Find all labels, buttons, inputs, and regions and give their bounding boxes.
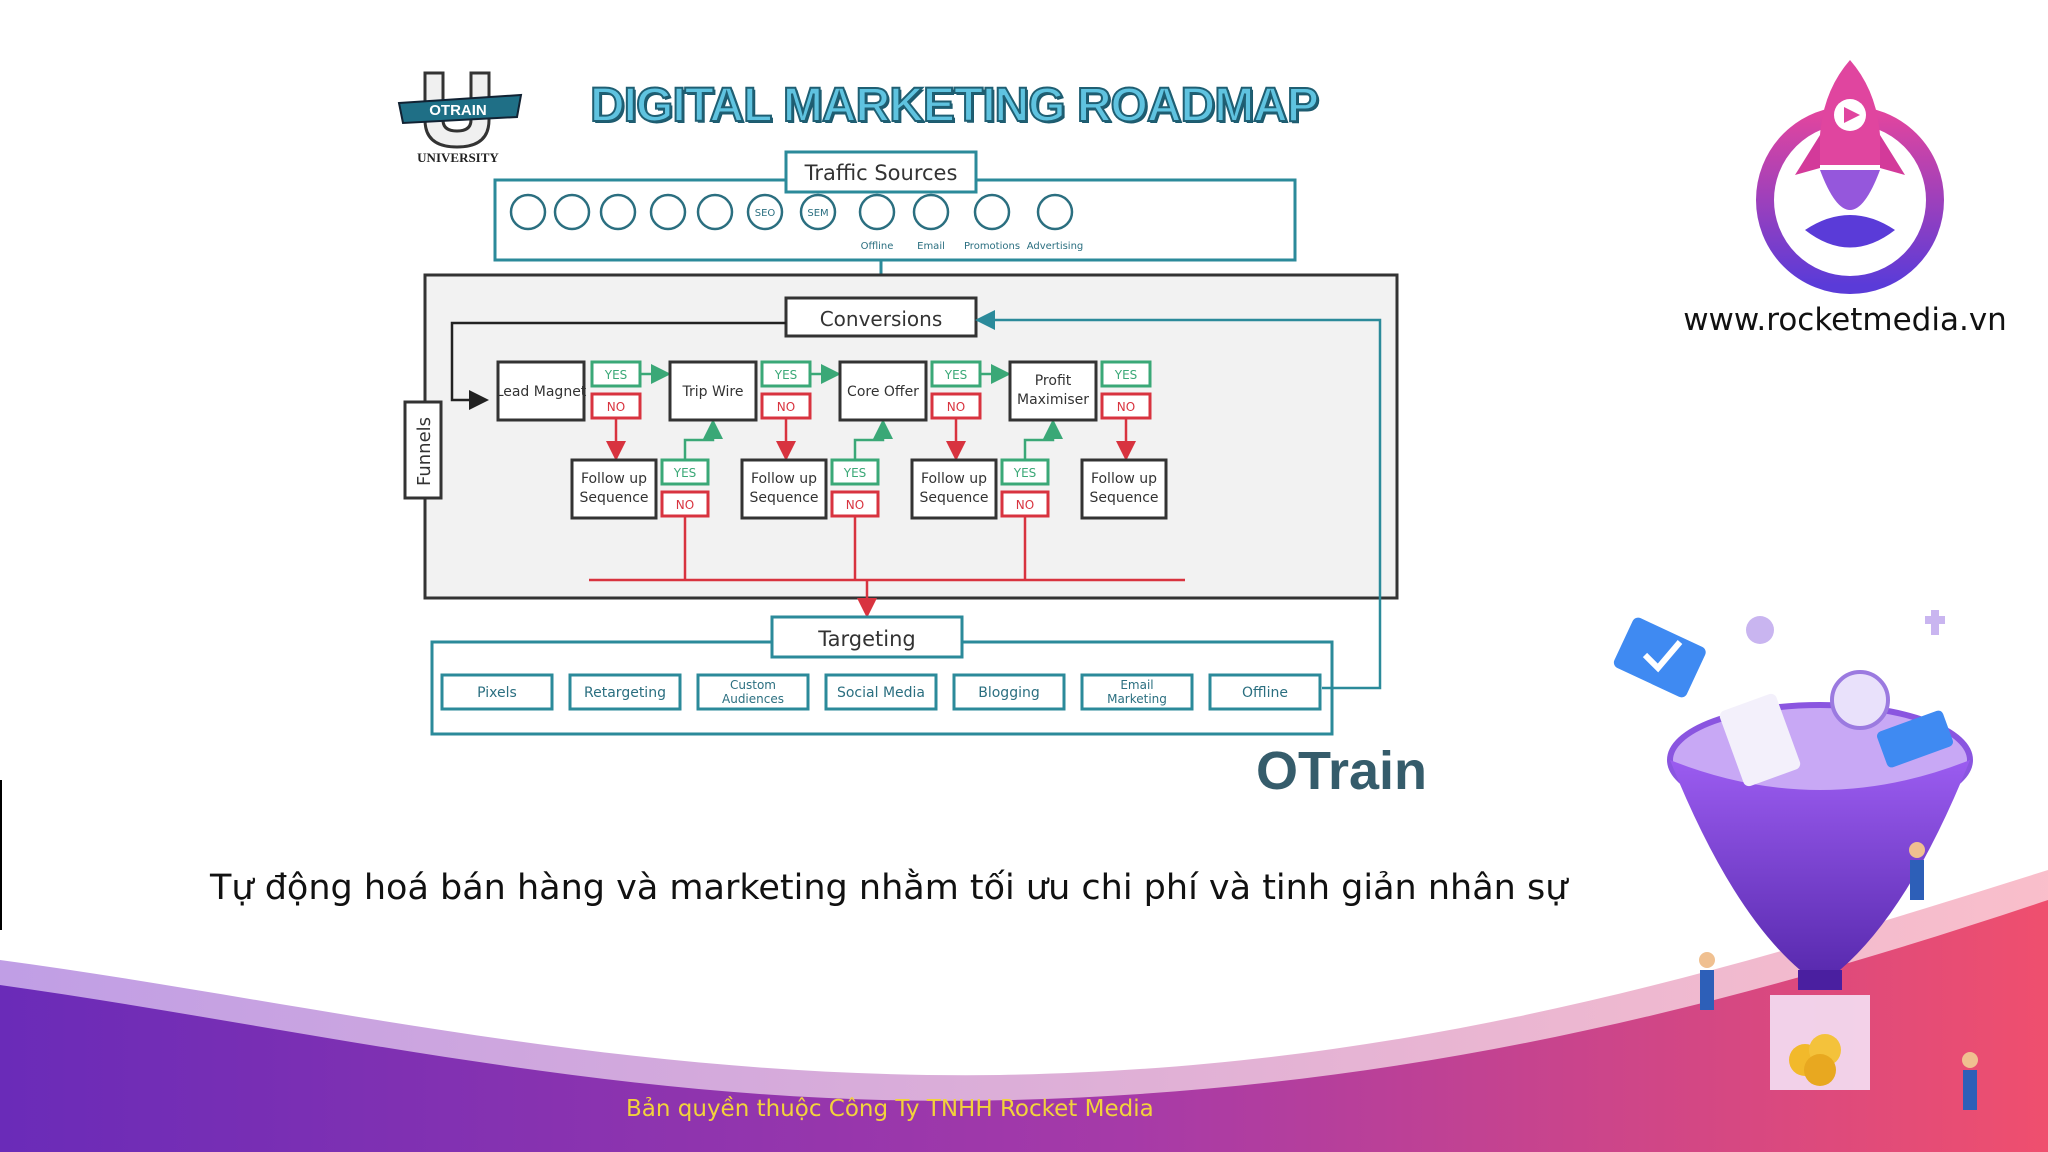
diagram-title: DIGITAL MARKETING ROADMAP (589, 78, 1320, 133)
targeting-item-label: Blogging (978, 685, 1039, 701)
otrain-university-logo: OTRAIN UNIVERSITY (397, 71, 523, 165)
targeting-header (770, 615, 964, 659)
targeting-item: Offline (1208, 673, 1322, 711)
website-url[interactable]: www.rocketmedia.vn (1683, 302, 2007, 338)
seo-icon: SEO (746, 193, 784, 231)
traffic-sources-title: Traffic Sources (804, 161, 958, 185)
facebook-icon (509, 193, 547, 231)
yes-label: YES (1013, 466, 1037, 480)
funnel-step: Lead Magnet YES NO (496, 360, 671, 461)
follow-up-line1: Follow up (581, 471, 647, 487)
targeting-item-line2: Audiences (722, 692, 784, 706)
email-icon: Email (912, 193, 950, 252)
follow-up-line2: Sequence (1089, 490, 1158, 506)
targeting-item-line1: Email (1120, 678, 1153, 692)
follow-up-sequence: Follow up Sequence YES NO (910, 419, 1063, 580)
targeting-item-label: Retargeting (584, 685, 666, 701)
copyright-text: Bản quyền thuộc Công Ty TNHH Rocket Medi… (626, 1096, 1154, 1122)
follow-up-sequence: Follow up Sequence YES NO (570, 419, 723, 580)
follow-up-line1: Follow up (1091, 471, 1157, 487)
twitter-icon (649, 193, 687, 231)
funnel-illustration (1613, 610, 1978, 1110)
rocket-media-logo (1756, 60, 1944, 294)
yes-label: YES (843, 466, 867, 480)
funnels-title: Funnels (414, 417, 435, 486)
sem-icon: SEM (799, 193, 837, 231)
snapchat-icon (696, 193, 734, 231)
yes-label: YES (604, 368, 628, 382)
yes-label: YES (1114, 368, 1138, 382)
left-edge-line (0, 780, 2, 930)
funnel-step: Trip Wire YES NO (668, 360, 841, 461)
traffic-icon-label: Email (917, 241, 945, 252)
linkedin-icon (553, 193, 591, 231)
yes-label: YES (774, 368, 798, 382)
no-label: NO (846, 498, 864, 512)
yes-label: YES (944, 368, 968, 382)
follow-up-line2: Sequence (749, 490, 818, 506)
no-label: NO (1016, 498, 1034, 512)
traffic-icon-label: SEM (807, 208, 828, 219)
follow-up-line2: Sequence (579, 490, 648, 506)
advertising-icon: Advertising (1027, 193, 1084, 252)
follow-up-sequence: Follow up Sequence (1080, 458, 1168, 520)
yes-label: YES (673, 466, 697, 480)
targeting-title: Targeting (817, 627, 915, 651)
follow-up-line2: Sequence (919, 490, 988, 506)
offline-icon: Offline (858, 193, 896, 252)
funnel-step-name: Lead Magnet (496, 384, 587, 400)
targeting-item: Social Media (824, 673, 938, 711)
targeting-item-label: Social Media (837, 685, 925, 701)
follow-up-line1: Follow up (921, 471, 987, 487)
youtube-icon (599, 193, 637, 231)
logo-badge-text: OTRAIN (429, 102, 487, 119)
follow-up-sequence: Follow up Sequence YES NO (740, 419, 893, 580)
funnel-step-name-line2: Maximiser (1017, 392, 1089, 408)
slide-caption: Tự động hoá bán hàng và marketing nhằm t… (210, 868, 1568, 908)
funnels-label-box (403, 400, 443, 500)
conversions-title: Conversions (820, 307, 943, 331)
traffic-icon-label: Offline (861, 241, 894, 252)
targeting-item-line1: Custom (730, 678, 776, 692)
conversions-header (784, 296, 978, 338)
funnel-step-name: Trip Wire (682, 384, 744, 400)
funnel-step-name: Core Offer (847, 384, 919, 400)
targeting-item-line2: Marketing (1107, 692, 1167, 706)
no-label: NO (607, 400, 625, 414)
targeting-item: Pixels (440, 673, 554, 711)
funnel-step-name-line1: Profit (1035, 373, 1072, 389)
targeting-item-label: Offline (1242, 685, 1288, 701)
follow-up-line1: Follow up (751, 471, 817, 487)
traffic-sources-header (784, 150, 978, 194)
logo-sub-text: UNIVERSITY (417, 150, 499, 165)
no-label: NO (947, 400, 965, 414)
funnel-step: Core Offer YES NO (838, 360, 1011, 461)
no-label: NO (777, 400, 795, 414)
traffic-icon-label: Advertising (1027, 241, 1084, 252)
no-label: NO (676, 498, 694, 512)
targeting-item: Retargeting (568, 673, 682, 711)
traffic-icon-label: Promotions (964, 241, 1020, 252)
no-label: NO (1117, 400, 1135, 414)
traffic-icon-label: SEO (755, 208, 776, 219)
targeting-item: Blogging (952, 673, 1066, 711)
promotions-icon: Promotions (964, 193, 1020, 252)
targeting-item-label: Pixels (477, 685, 517, 701)
otrain-watermark: OTrain (1256, 741, 1428, 801)
